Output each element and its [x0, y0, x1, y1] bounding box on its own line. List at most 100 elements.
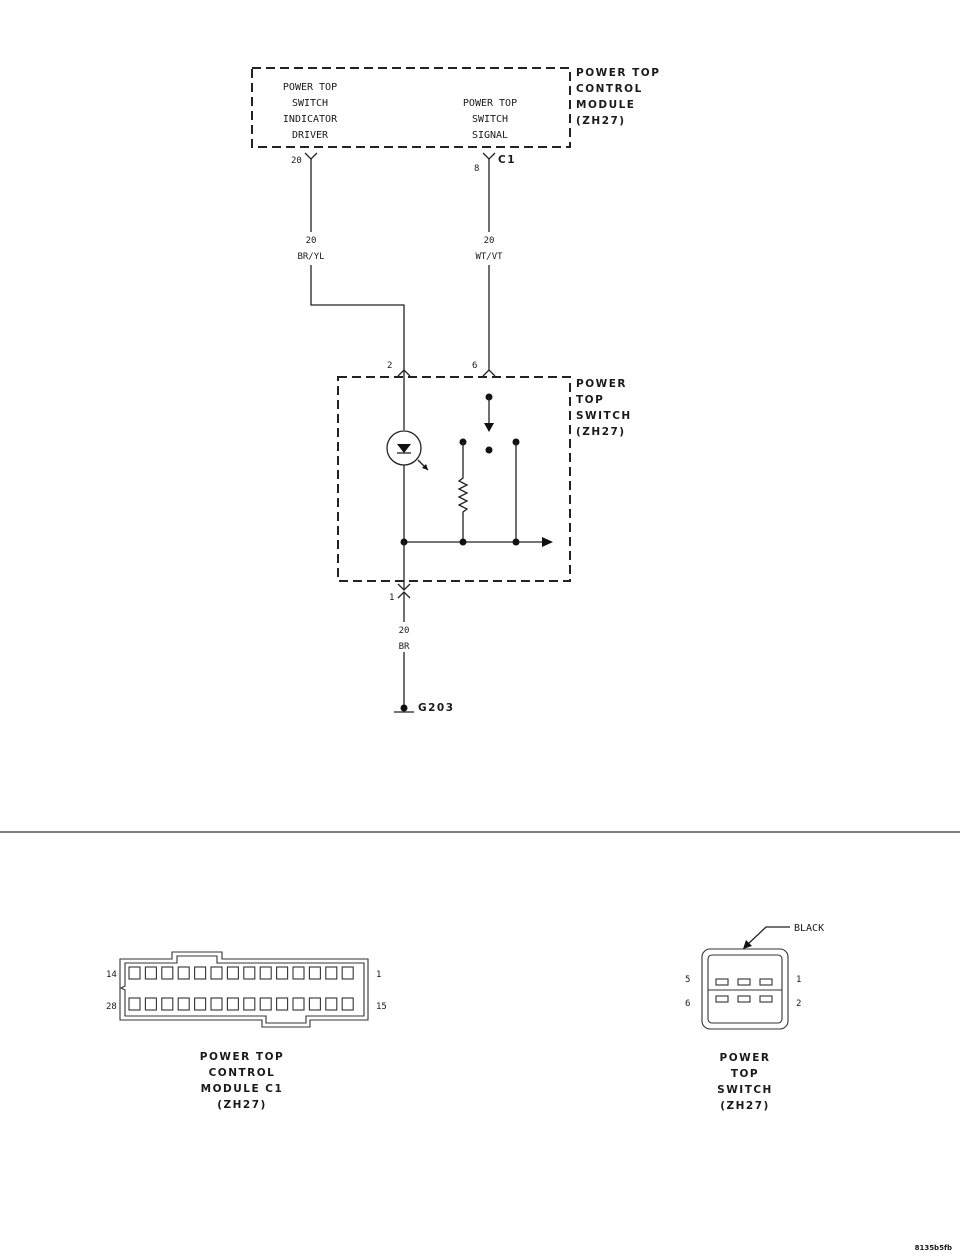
pin-cavity [144, 997, 157, 1011]
module-c1-pin-bottom-right: 15 [376, 1002, 387, 1012]
pin-cavity [292, 966, 305, 980]
switch-name: POWER TOP SWITCH (ZH27) [576, 378, 632, 438]
switch-name-line: TOP [576, 394, 604, 406]
pin-cavity [161, 966, 174, 980]
pin-cavity [341, 997, 354, 1011]
switch-pin-top-left: 2 [387, 361, 392, 371]
pin-cavity [243, 966, 256, 980]
module-pin-left: 20 [291, 156, 302, 166]
module-name-line: POWER TOP [576, 67, 660, 79]
pin-cavity [194, 997, 207, 1011]
power-top-switch: POWER TOP SWITCH (ZH27) 2 6 [337, 361, 632, 603]
switch-pin-top-right: 6 [472, 361, 477, 371]
module-left-function-line: DRIVER [292, 130, 329, 141]
color-leader-line [747, 926, 790, 945]
switch-connector-pin-bottom-left: 6 [685, 999, 690, 1009]
pin-cavity [144, 966, 157, 980]
module-left-function-line: POWER TOP [283, 82, 337, 93]
module-c1-connector-view: 14 1 28 15 POWER TOP CONTROL MODULE C1 (… [106, 951, 387, 1111]
module-c1-caption-line: (ZH27) [217, 1099, 267, 1111]
pin-cavity [259, 966, 272, 980]
pin-cavity [325, 966, 338, 980]
wire-br: 20 BR [399, 592, 410, 705]
pin-cavity [226, 966, 239, 980]
wire-color: WT/VT [475, 252, 503, 262]
module-left-function-line: INDICATOR [283, 114, 338, 125]
module-name: POWER TOP CONTROL MODULE (ZH27) [576, 67, 660, 127]
module-right-function-line: POWER TOP [463, 98, 517, 109]
module-right-function-line: SWITCH [472, 114, 508, 125]
pin-cavity [177, 966, 190, 980]
module-c1-caption-line: POWER TOP [200, 1051, 284, 1063]
switch-connector-pin-top-left: 5 [685, 975, 690, 985]
module-c1-caption-line: CONTROL [209, 1067, 276, 1079]
pin-cavity [243, 997, 256, 1011]
module-right-function-line: SIGNAL [472, 130, 508, 141]
ground-label: G203 [418, 702, 455, 714]
module-left-function-line: SWITCH [292, 98, 328, 109]
switch-pin-6-terminal [482, 369, 496, 377]
pin-cavity [325, 997, 338, 1011]
figure-id: 8135b5fb [915, 1244, 952, 1252]
switch-connector-caption-line: TOP [731, 1068, 759, 1080]
wire-gauge: 20 [306, 236, 317, 246]
switch-name-line: (ZH27) [576, 426, 626, 438]
switch-actuator-arrow-icon [542, 537, 553, 547]
pin-cavity [194, 966, 207, 980]
module-name-line: (ZH27) [576, 115, 626, 127]
switch-name-line: SWITCH [576, 410, 632, 422]
wire-wt-vt: 20 WT/VT [475, 159, 503, 370]
wire-gauge: 20 [484, 236, 495, 246]
wire-br-yl: 20 BR/YL [297, 159, 405, 370]
wire-gauge: 20 [399, 626, 410, 636]
pin-cavity [259, 997, 272, 1011]
switch-connector-outline [701, 948, 789, 1030]
pin-cavity [210, 966, 223, 980]
module-left-function: POWER TOP SWITCH INDICATOR DRIVER [283, 82, 338, 141]
pin-cavity [226, 997, 239, 1011]
pin-cavity [292, 997, 305, 1011]
switch-connector-caption-line: POWER [720, 1052, 771, 1064]
switch-connector-caption-line: (ZH27) [720, 1100, 770, 1112]
switch-connector-color: BLACK [794, 923, 824, 934]
switch-connector-pin-bottom-right: 2 [796, 999, 801, 1009]
module-pin-right: 8 [474, 164, 479, 174]
switch-connector-view: 5 1 6 2 BLACK POWER TOP SWITCH (ZH27) [685, 923, 824, 1112]
pin-cavity [276, 966, 289, 980]
pin-cavity [308, 966, 321, 980]
module-pin-left-terminal [304, 152, 318, 160]
pin-cavity [177, 997, 190, 1011]
module-c1-caption-line: MODULE C1 [201, 1083, 284, 1095]
switch-connector-caption: POWER TOP SWITCH (ZH27) [717, 1052, 773, 1112]
switch-connector-caption-line: SWITCH [717, 1084, 773, 1096]
ground-g203: G203 [394, 702, 455, 714]
indicator-led-icon [386, 430, 429, 471]
pin-cavity [161, 997, 174, 1011]
pin-cavity [308, 997, 321, 1011]
module-c1-pin-bottom-left: 28 [106, 1002, 117, 1012]
module-c1-pin-top-left: 14 [106, 970, 117, 980]
wire-color: BR [399, 642, 410, 652]
module-name-line: CONTROL [576, 83, 643, 95]
power-top-control-module: POWER TOP SWITCH INDICATOR DRIVER POWER … [251, 67, 660, 174]
module-dashed-outline [251, 67, 571, 148]
pin-cavity [128, 997, 141, 1011]
switch-dashed-outline [337, 376, 571, 582]
switch-name-line: POWER [576, 378, 627, 390]
module-c1-caption: POWER TOP CONTROL MODULE C1 (ZH27) [200, 1051, 284, 1111]
module-connector-id: C1 [498, 154, 516, 166]
pin-cavity [210, 997, 223, 1011]
switch-connector-pin-cavities [715, 978, 773, 1003]
switch-contact-arrow-icon [484, 423, 494, 432]
module-c1-pin-cavities [128, 966, 354, 1011]
leader-arrow-icon [743, 940, 752, 949]
pin-cavity [276, 997, 289, 1011]
module-pin-right-terminal [482, 152, 496, 160]
module-c1-outline [119, 951, 369, 1028]
resistor-icon [457, 442, 469, 542]
switch-connector-pin-top-right: 1 [796, 975, 801, 985]
pin-cavity [341, 966, 354, 980]
switch-pin-bottom: 1 [389, 593, 394, 603]
pin-cavity [128, 966, 141, 980]
